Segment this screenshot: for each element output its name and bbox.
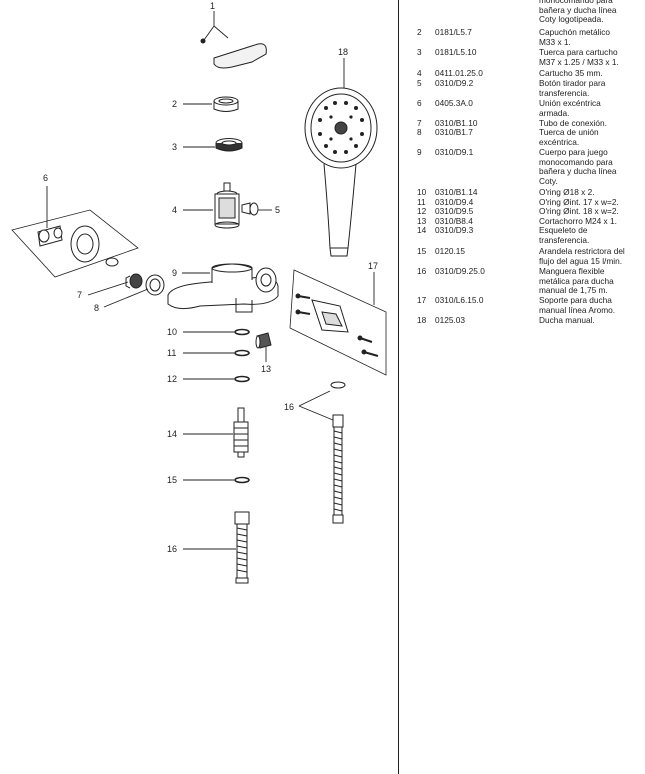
part-number: 9 xyxy=(417,147,422,157)
part-washer-15 xyxy=(234,476,250,484)
callout-8: 8 xyxy=(94,303,99,313)
part-code: 0310/D9.25.0 xyxy=(435,266,485,276)
callout-18: 18 xyxy=(338,47,348,57)
callout-labels: 1 2 3 4 5 6 7 8 9 10 11 12 13 14 15 16 1… xyxy=(43,1,378,554)
callout-10: 10 xyxy=(167,327,177,337)
part-number: 3 xyxy=(417,47,422,57)
part-oring-12 xyxy=(234,375,250,383)
part-description: Esqueleto de transferencia. xyxy=(539,225,590,245)
part-eccentric-union xyxy=(11,209,139,278)
part-mixer-body xyxy=(167,263,279,313)
part-code: 0310/B1.10 xyxy=(435,118,478,128)
part-code: 0310/L6.15.0 xyxy=(435,295,484,305)
part-code: 0310/B8.4 xyxy=(435,216,473,226)
part-description: Tuerca de unión excéntrica. xyxy=(539,127,599,147)
part-number: 17 xyxy=(417,295,427,305)
part-description: Tubo de conexión. xyxy=(539,118,607,128)
part-oring-10 xyxy=(234,328,250,336)
callout-2: 2 xyxy=(172,99,177,109)
part-description: Unión excéntrica armada. xyxy=(539,98,601,118)
part-number: 5 xyxy=(417,78,422,88)
part-number: 16 xyxy=(417,266,427,276)
part-description: O'ring Øint. 18 x w=2. xyxy=(539,206,619,216)
callout-12: 12 xyxy=(167,374,177,384)
callout-4: 4 xyxy=(172,205,177,215)
callout-9: 9 xyxy=(172,268,177,278)
column-divider xyxy=(398,0,399,774)
part-oring-11 xyxy=(234,349,250,357)
part-number: 12 xyxy=(417,206,427,216)
callout-3: 3 xyxy=(172,142,177,152)
part-aerator xyxy=(255,332,272,349)
part-cartridge-nut xyxy=(215,138,243,152)
part-number: 15 xyxy=(417,246,427,256)
part-description: O'ring Øint. 17 x w=2. xyxy=(539,197,619,207)
callout-6: 6 xyxy=(43,173,48,183)
part-code: 0310/B1.7 xyxy=(435,127,473,137)
part-hose-lower xyxy=(234,511,250,584)
part-description: Cuerpo para juego monocomando para bañer… xyxy=(539,147,617,186)
part-shower-support xyxy=(289,269,387,376)
callout-13: 13 xyxy=(261,364,271,374)
part-code: 0181/L5.7 xyxy=(435,27,472,37)
part-code: 0310/B1.14 xyxy=(435,187,478,197)
part-hand-shower xyxy=(304,87,378,257)
part-number: 18 xyxy=(417,315,427,325)
part-code: 0120.15 xyxy=(435,246,465,256)
callout-14: 14 xyxy=(167,429,177,439)
callout-15: 15 xyxy=(167,475,177,485)
part-diverter-skeleton xyxy=(233,407,249,458)
part-code: 0310/D9.3 xyxy=(435,225,474,235)
part-description: Manguera flexible metálica para ducha ma… xyxy=(539,266,614,296)
part-connection-tube xyxy=(125,273,143,289)
part-number: 14 xyxy=(417,225,427,235)
part-number: 13 xyxy=(417,216,427,226)
part-code: 0310/D9.5 xyxy=(435,206,474,216)
part-code: 0310/D9.1 xyxy=(435,147,474,157)
part-code: 0411.01.25.0 xyxy=(435,68,483,78)
part-description: Capuchón metálico M33 x 1. xyxy=(539,27,611,47)
part-code: 0310/D9.2 xyxy=(435,78,474,88)
part-number: 11 xyxy=(417,197,426,207)
part-description: Arandela restrictora del flujo del agua … xyxy=(539,246,625,266)
part-description: Soporte para ducha manual línea Aromo. xyxy=(539,295,616,315)
callout-17: 17 xyxy=(368,261,378,271)
part-description: Ducha manual. xyxy=(539,315,595,325)
leader-lines xyxy=(46,11,375,550)
part-code: 0310/D9.4 xyxy=(435,197,474,207)
part-description: O'ring Ø18 x 2. xyxy=(539,187,595,197)
part-cartridge xyxy=(214,182,259,229)
part-number: 7 xyxy=(417,118,422,128)
part-code: 0181/L5.10 xyxy=(435,47,477,57)
part-metal-cap xyxy=(213,96,239,112)
part-description: monocomando para bañera y ducha línea Co… xyxy=(539,0,617,25)
part-number: 4 xyxy=(417,68,422,78)
part-code: 0125.03 xyxy=(435,315,465,325)
part-description: Tuerca para cartucho M37 x 1.25 / M33 x … xyxy=(539,47,619,67)
part-description: Botón tirador para transferencia. xyxy=(539,78,606,98)
callout-1: 1 xyxy=(210,1,215,11)
part-description: Cortachorro M24 x 1. xyxy=(539,216,617,226)
exploded-parts-diagram: 1 2 3 4 5 6 7 8 9 10 11 12 13 14 15 16 1… xyxy=(11,1,387,584)
part-code: 0405.3A.0 xyxy=(435,98,473,108)
callout-7: 7 xyxy=(77,290,82,300)
callout-16-lower: 16 xyxy=(167,544,177,554)
callout-11: 11 xyxy=(167,348,176,358)
part-lever-handle xyxy=(200,38,267,69)
callout-16-shower: 16 xyxy=(284,402,294,412)
part-description: Cartucho 35 mm. xyxy=(539,68,603,78)
part-number: 2 xyxy=(417,27,422,37)
callout-5: 5 xyxy=(275,205,280,215)
part-union-nut xyxy=(145,274,165,296)
part-number: 6 xyxy=(417,98,422,108)
part-number: 8 xyxy=(417,127,422,137)
part-hose-shower xyxy=(330,381,346,524)
part-number: 10 xyxy=(417,187,427,197)
